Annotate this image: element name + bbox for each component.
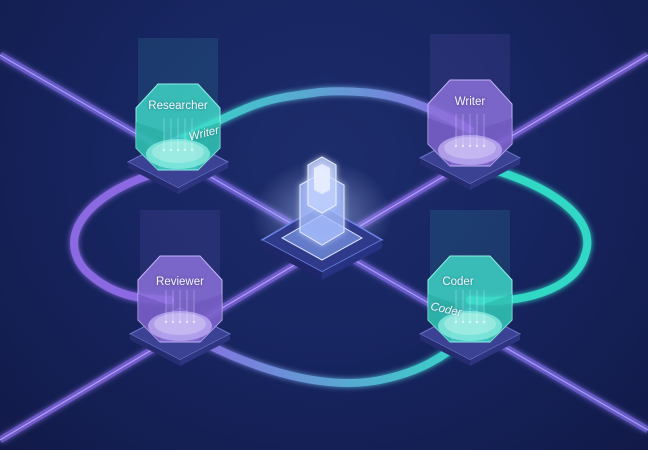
node-label-reviewer: Reviewer — [156, 276, 204, 288]
node-label-researcher: Researcher — [148, 100, 208, 112]
node-label-coder: Coder — [442, 276, 474, 288]
server-tower-icon — [299, 156, 345, 246]
node-shape-researcher — [126, 38, 230, 194]
node-shape-reviewer — [128, 210, 232, 366]
node-label-writer: Writer — [454, 96, 486, 108]
node-shape-coder — [418, 210, 522, 366]
node-shape-writer — [418, 34, 522, 190]
